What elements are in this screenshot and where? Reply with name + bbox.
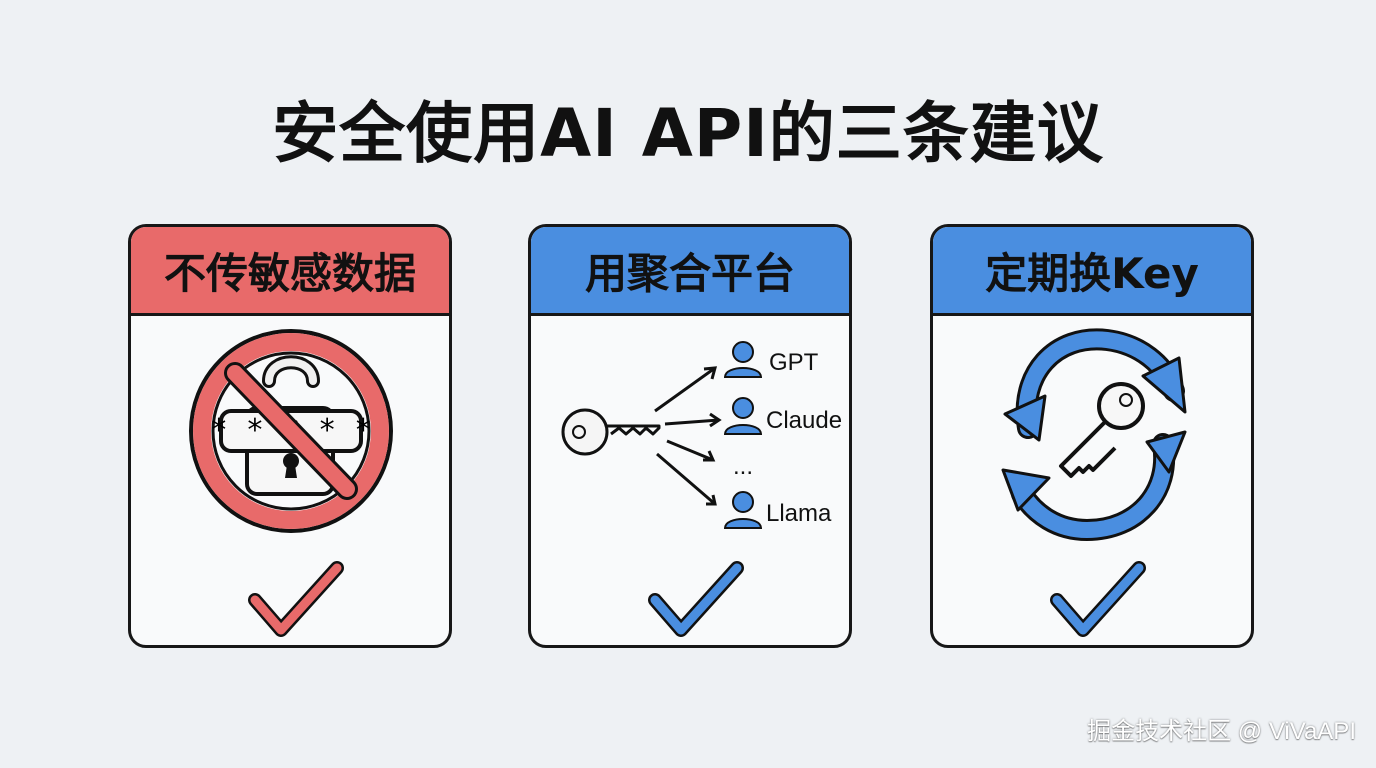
watermark: 掘金技术社区 @ ViVaAPI xyxy=(1087,718,1356,745)
card-heading: 定期换Key xyxy=(985,248,1199,298)
user-icon xyxy=(723,341,763,378)
key-icon xyxy=(561,408,661,456)
card-body xyxy=(933,316,1251,645)
card-body: GPT Claude ... Llama xyxy=(531,316,849,645)
no-password-icon: * * * * * xyxy=(189,329,393,637)
card-rotate-key: 定期换Key xyxy=(930,224,1254,648)
user-icon xyxy=(723,491,763,529)
target-label-ellipsis: ... xyxy=(733,453,753,480)
card-header: 不传敏感数据 xyxy=(131,227,449,316)
user-icon xyxy=(723,397,763,435)
target-label-claude: Claude xyxy=(766,407,842,434)
card-heading: 用聚合平台 xyxy=(584,248,795,298)
key-rotation-icon xyxy=(1001,328,1187,637)
card-body: * * * * * xyxy=(131,316,449,645)
target-label-llama: Llama xyxy=(766,500,832,527)
key-distribution-icon: GPT Claude ... Llama xyxy=(561,341,842,637)
card-sensitive-data: 不传敏感数据 * * * * * xyxy=(128,224,452,648)
target-label-gpt: GPT xyxy=(769,349,819,376)
key-icon xyxy=(1059,382,1145,478)
page-title: 安全使用AI API的三条建议 xyxy=(272,95,1104,172)
card-header: 定期换Key xyxy=(933,227,1251,316)
card-header: 用聚合平台 xyxy=(531,227,849,316)
card-aggregation: 用聚合平台 GPT Clau xyxy=(528,224,852,648)
card-heading: 不传敏感数据 xyxy=(163,248,416,298)
